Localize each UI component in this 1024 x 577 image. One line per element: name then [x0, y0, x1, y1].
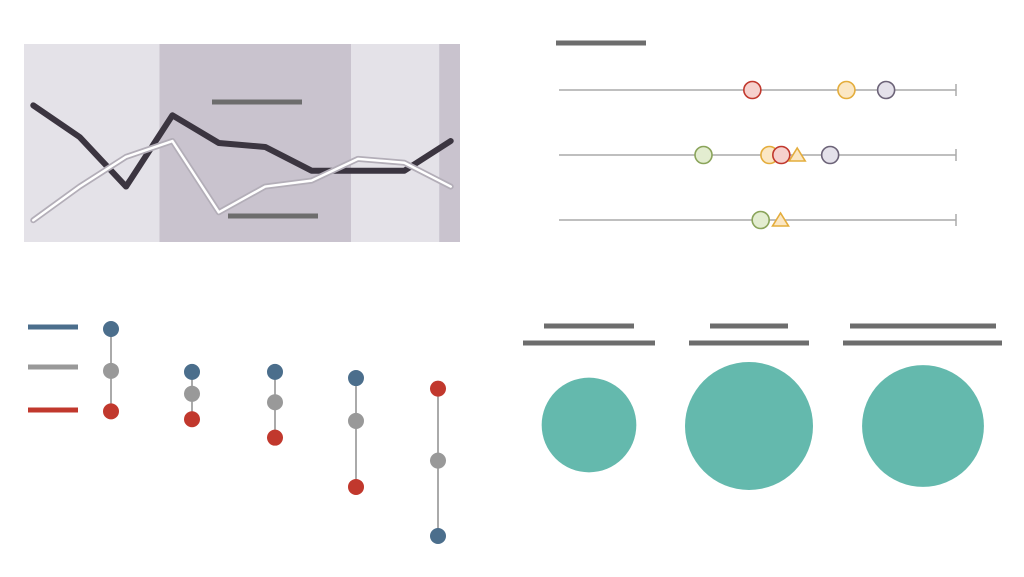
dot-4-gray [430, 452, 446, 469]
dot-2-blue [267, 363, 283, 380]
point-0-0 [743, 80, 762, 100]
point-1-2 [772, 145, 791, 165]
bubble-2 [862, 365, 984, 487]
bubble-chart [523, 323, 1002, 490]
dot-2-red [267, 429, 283, 446]
band-1 [159, 44, 351, 242]
point-1-4 [820, 145, 840, 165]
dot-3-gray [348, 412, 364, 429]
dot-2-gray [267, 394, 283, 411]
line-chart [24, 44, 460, 242]
dot-strip-chart [556, 40, 957, 230]
dot-range-chart [28, 321, 446, 544]
dot-3-red [348, 478, 364, 495]
point-1-3 [787, 146, 807, 162]
series-line-dark [30, 102, 454, 190]
dot-3-blue [348, 370, 364, 387]
point-0-1 [837, 80, 856, 100]
dot-0-gray [103, 362, 119, 379]
bubble-1 [685, 362, 813, 490]
dot-1-blue [184, 363, 200, 380]
series-line-light-core [32, 139, 452, 222]
point-1-0 [694, 145, 713, 165]
dot-1-red [184, 411, 200, 428]
dot-4-red [430, 380, 446, 397]
point-2-0 [751, 210, 770, 230]
bubble-0 [541, 377, 637, 473]
dot-1-gray [184, 385, 200, 402]
dot-0-red [103, 403, 119, 420]
dot-4-blue [430, 528, 446, 544]
point-2-1 [771, 211, 790, 227]
point-0-2 [876, 80, 896, 100]
band-2 [351, 44, 440, 242]
dot-0-blue [103, 321, 119, 337]
